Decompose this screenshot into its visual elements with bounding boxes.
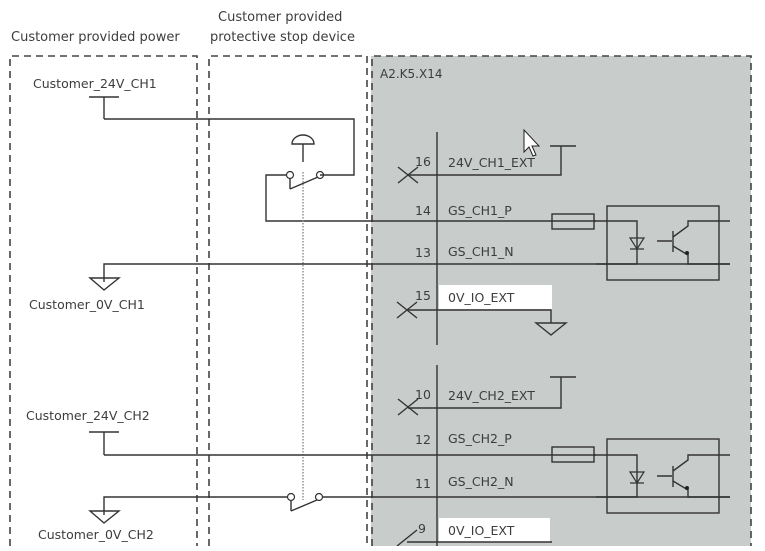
pin-16 xyxy=(397,145,576,184)
pin-signal: GS_CH2_P xyxy=(448,431,512,446)
label-customer-0v-ch1: Customer_0V_CH1 xyxy=(29,297,145,312)
module-name: A2.K5.X14 xyxy=(380,67,442,81)
label-customer-0v-ch2: Customer_0V_CH2 xyxy=(38,527,154,542)
wire-0v-ch1 xyxy=(103,263,730,282)
pin-number: 16 xyxy=(415,154,431,169)
pin-15 xyxy=(396,301,568,336)
header-device-line1: Customer provided xyxy=(218,10,342,25)
pin-number: 11 xyxy=(415,476,431,491)
signal-highlight xyxy=(439,518,550,542)
optocoupler-ch2 xyxy=(594,438,730,514)
module-area xyxy=(371,56,751,546)
pin-signal: 24V_CH2_EXT xyxy=(448,388,535,403)
pin-number: 15 xyxy=(415,288,431,303)
header-device-line2: protective stop device xyxy=(210,30,355,45)
supply-24v-ch2-symbol xyxy=(89,431,119,455)
estop-switch-ch1 xyxy=(285,134,325,190)
ground-0v-ch1-symbol xyxy=(88,277,121,291)
pin-number: 14 xyxy=(415,203,431,218)
pin-number: 12 xyxy=(415,432,431,447)
pin-number: 13 xyxy=(415,245,431,260)
pin-signal: GS_CH1_N xyxy=(448,244,514,259)
wire-24v-ch1 xyxy=(104,118,355,176)
pin-signal: GS_CH1_P xyxy=(448,203,512,218)
ground-0v-ch2-symbol xyxy=(88,510,121,524)
pin-9 xyxy=(396,529,552,547)
header-power: Customer provided power xyxy=(11,30,180,45)
wire-estop-ch1-out xyxy=(265,174,596,222)
supply-24v-ch1-symbol xyxy=(89,96,119,119)
module-box-border xyxy=(371,55,752,546)
pin-signal: 0V_IO_EXT xyxy=(448,290,515,305)
mouse-cursor-icon xyxy=(523,128,541,157)
pin-signal: 24V_CH1_EXT xyxy=(448,155,535,170)
wire-0v-ch2 xyxy=(103,496,288,515)
pin-signal: 0V_IO_EXT xyxy=(448,523,515,538)
label-customer-24v-ch2: Customer_24V_CH2 xyxy=(26,408,150,423)
pin-number: 10 xyxy=(415,387,431,402)
estop-switch-ch2 xyxy=(286,492,324,512)
pin-signal: GS_CH2_N xyxy=(448,474,514,489)
optocoupler-ch1 xyxy=(594,205,730,281)
label-customer-24v-ch1: Customer_24V_CH1 xyxy=(33,76,157,91)
pin-number: 9 xyxy=(418,521,426,536)
ground-symbol xyxy=(534,322,568,336)
pin-10 xyxy=(397,376,576,416)
signal-highlight xyxy=(439,285,552,309)
device-box-border xyxy=(208,55,368,546)
power-box-border xyxy=(9,55,198,546)
